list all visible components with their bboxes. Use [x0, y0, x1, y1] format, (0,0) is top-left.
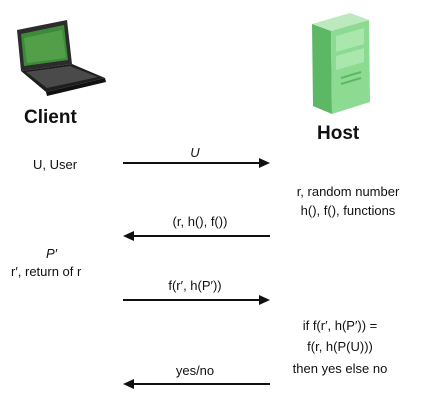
arrow-step-4	[123, 379, 270, 389]
laptop-icon	[17, 20, 106, 96]
arrow-step-3	[123, 295, 270, 305]
message-step-3: f(r′, h(P′))	[168, 278, 222, 293]
message-step-4: yes/no	[175, 363, 215, 378]
client-title: Client	[24, 107, 77, 128]
message-step-2: (r, h(), f())	[172, 214, 228, 229]
host-random-note: r, random number	[296, 184, 400, 199]
arrow-step-1	[123, 158, 270, 168]
message-step-1: U	[190, 145, 200, 160]
client-p-prime-note: P′	[46, 246, 58, 261]
client-user-note: U, User	[33, 157, 78, 172]
arrow-step-2	[123, 231, 270, 241]
host-check-line-1: if f(r′, h(P′)) =	[302, 318, 378, 333]
host-check-line-3: then yes else no	[292, 361, 388, 376]
client-r-prime-note: r′, return of r	[11, 264, 82, 279]
host-check-line-2: f(r, h(P(U)))	[307, 339, 373, 354]
server-tower-icon	[312, 13, 370, 114]
host-functions-note: h(), f(), functions	[300, 203, 396, 218]
host-title: Host	[317, 123, 360, 144]
